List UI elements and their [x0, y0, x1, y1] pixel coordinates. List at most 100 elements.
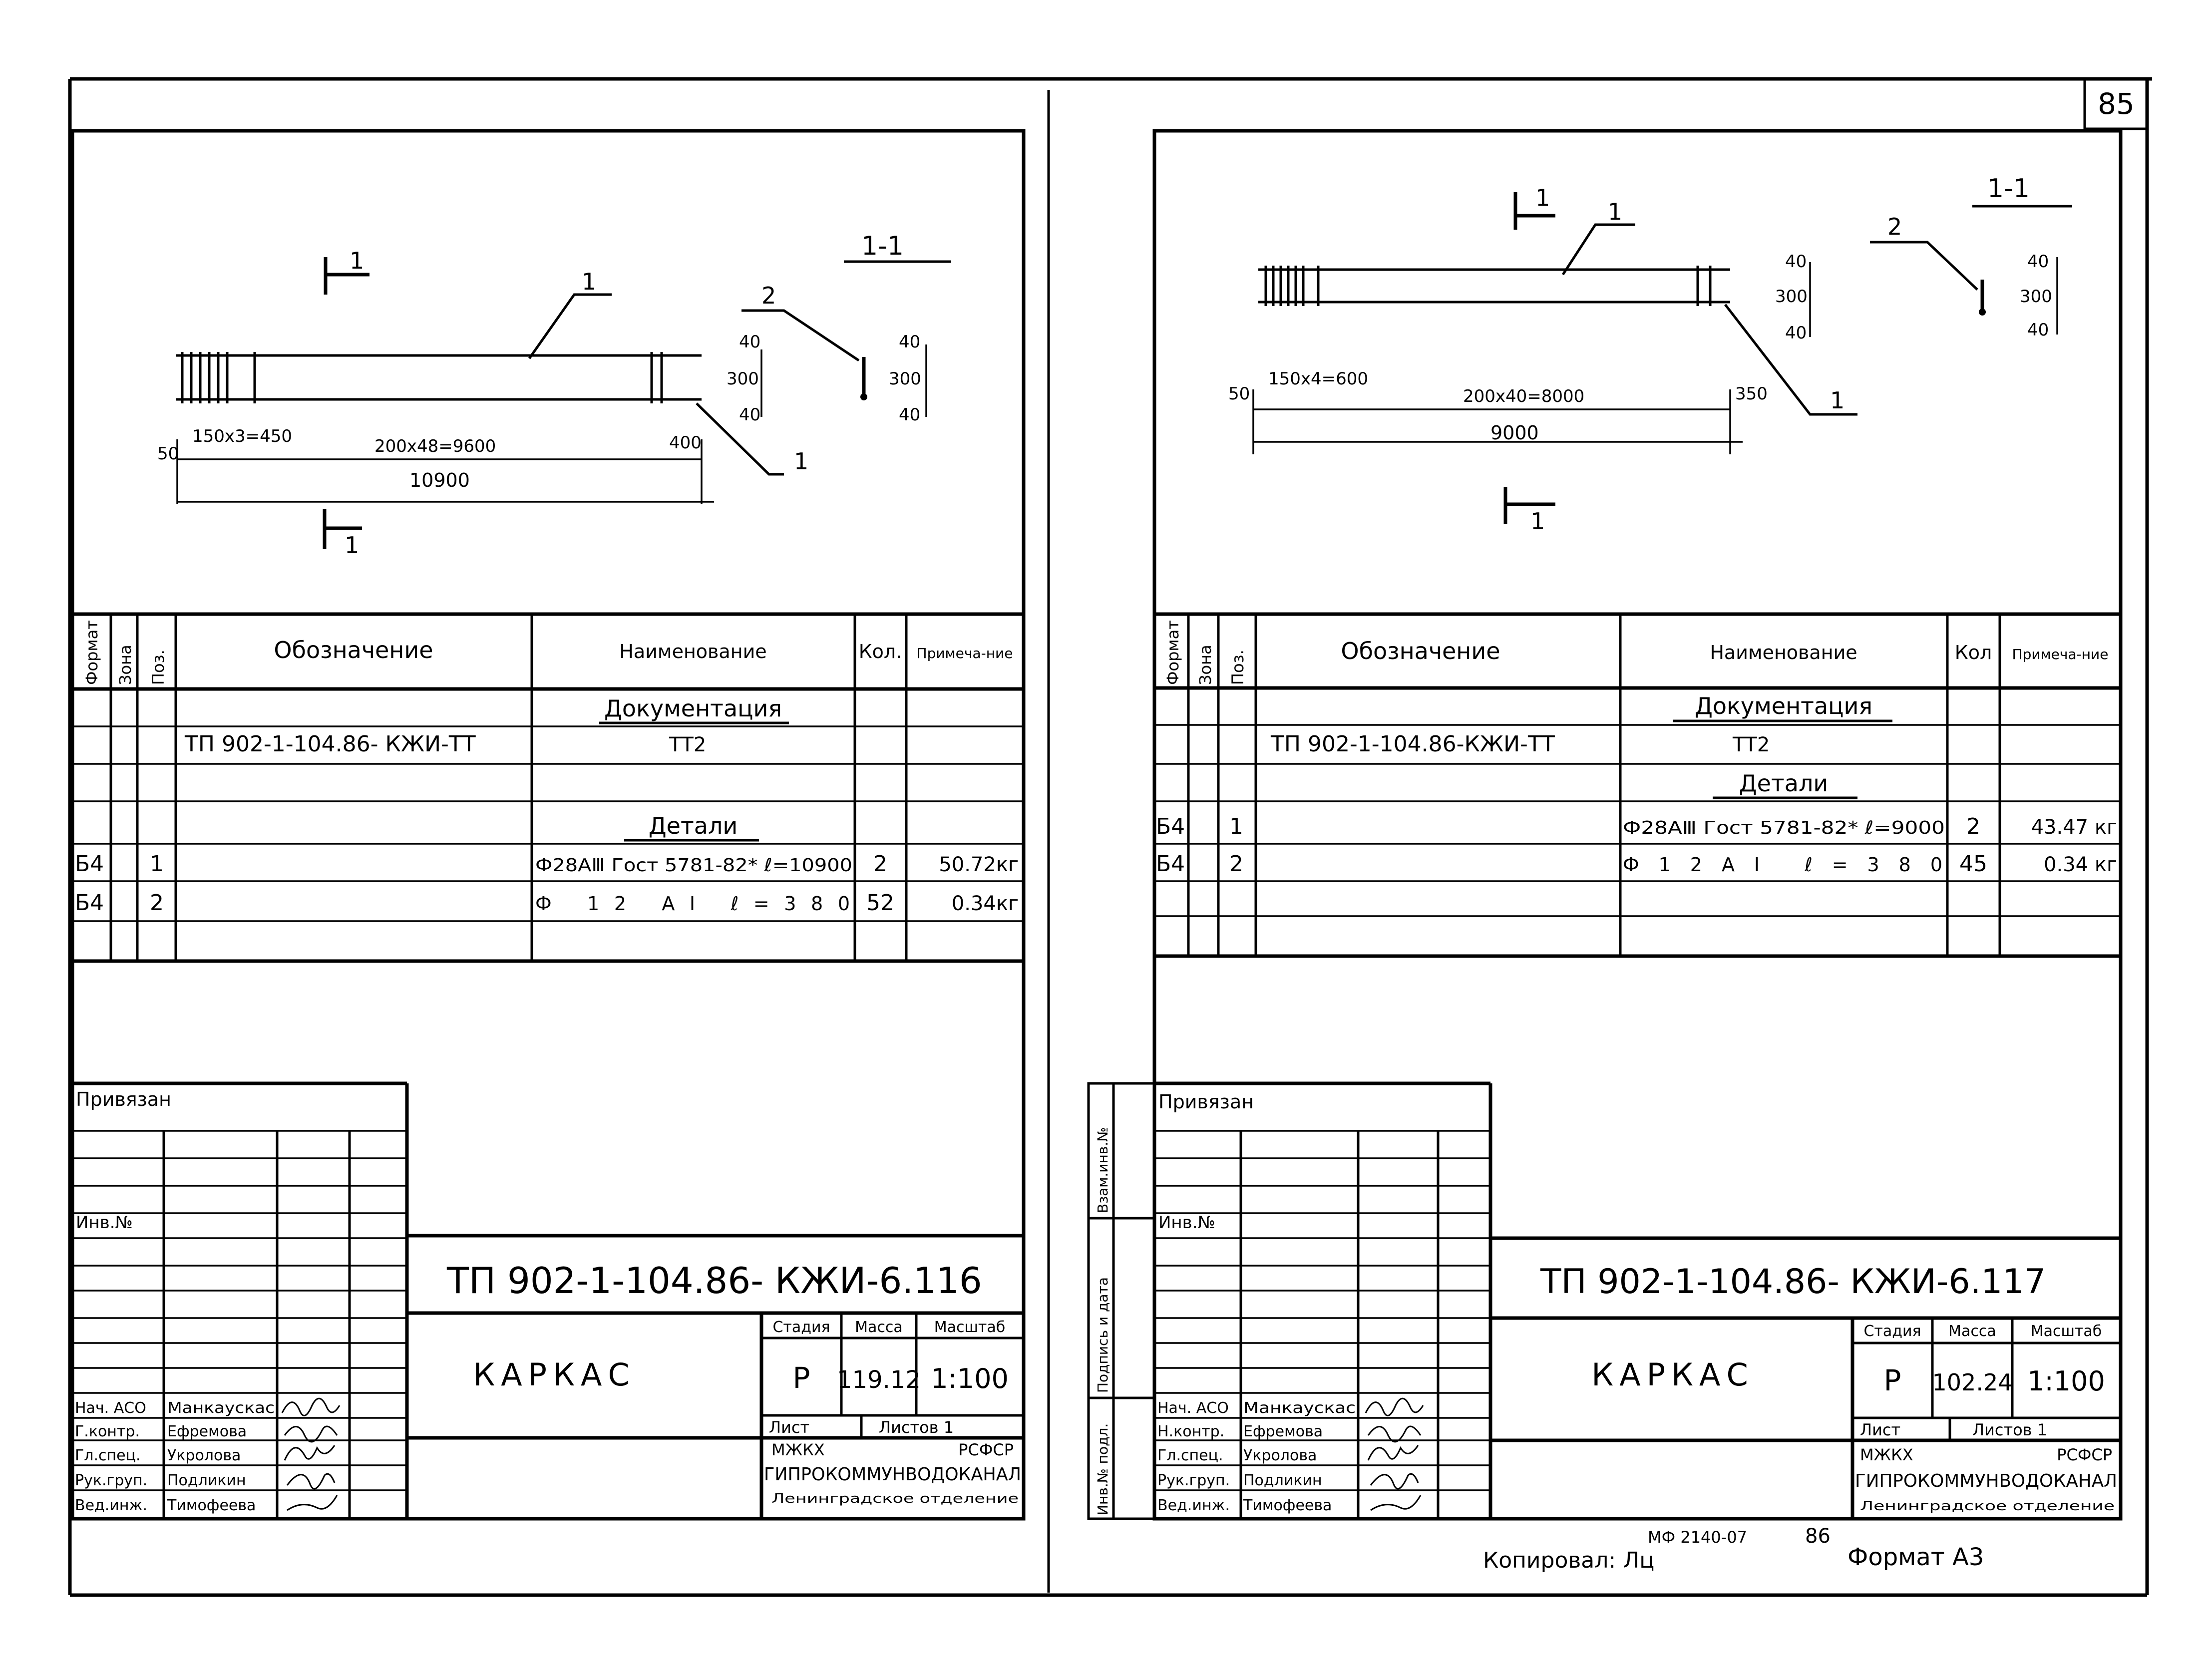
right-row2-format: Б4 [1156, 851, 1185, 877]
left-dim2-40-bot: 40 [899, 405, 920, 425]
right-header-designation: Обозначение [1341, 638, 1500, 665]
left-drawing-code: ТП 902-1-104.86- КЖИ-6.116 [446, 1260, 982, 1302]
right-section-mark-bottom: 1 [1530, 508, 1545, 535]
left-signatures [281, 1397, 341, 1511]
left-section-mark-top: 1 [350, 247, 364, 274]
right-header-pos: Поз. [1228, 650, 1247, 685]
outer-frame [68, 77, 2152, 1597]
right-drawing-code: ТП 902-1-104.86- КЖИ-6.117 [1540, 1262, 2046, 1302]
left-scale: 1:100 [931, 1363, 1009, 1394]
left-org2: ГИПРОКОММУНВОДОКАНАЛ [764, 1464, 1021, 1485]
left-spec-row: Б4 1 Ф28АⅢ Гост 5781-82* ℓ=10900 2 50.72… [75, 851, 1019, 877]
left-row2-pos: 2 [150, 890, 164, 916]
left-header-designation: Обозначение [274, 637, 433, 664]
page-number: 85 [2098, 87, 2135, 121]
left-spec-table: Формат Зона Поз. Обозначение Наименовани… [72, 612, 1024, 963]
right-person-role-4: Рук.груп. [1157, 1472, 1230, 1489]
right-drawing-title: КАРКАС [1591, 1356, 1754, 1393]
left-drawing-title: КАРКАС [473, 1356, 636, 1393]
left-person-role-2: Г.контр. [75, 1423, 140, 1440]
left-header-pos: Поз. [149, 650, 168, 685]
left-mass-header: Масса [855, 1319, 903, 1336]
left-dim-end: 50 [157, 444, 179, 464]
left-rebar-drawing: 1 1 1 1 1-1 2 40 300 40 40 3 [157, 231, 951, 559]
left-stage-header: Стадия [772, 1319, 830, 1336]
right-person-role-3: Гл.спец. [1157, 1447, 1223, 1464]
left-stage: Р [793, 1361, 810, 1395]
right-org3: Ленинградское отделение [1860, 1499, 2115, 1514]
right-inv-label: Инв.№ [1158, 1213, 1215, 1233]
right-dim2-300: 300 [2020, 287, 2052, 307]
right-scale: 1:100 [2027, 1365, 2105, 1397]
right-scale-header: Масштаб [2031, 1323, 2102, 1340]
right-side-label-2: Подпись и дата [1095, 1277, 1111, 1393]
left-person-name-2: Ефремова [167, 1423, 247, 1440]
right-header-name: Наименование [1710, 642, 1857, 664]
left-org3: Ленинградское отделение [771, 1491, 1019, 1506]
left-header-format: Формат [82, 620, 101, 685]
left-pos1-label: 1 [582, 268, 596, 295]
left-person-role-4: Рук.груп. [75, 1472, 147, 1489]
right-dim2-40-top: 40 [2027, 252, 2049, 272]
left-dim-40-top: 40 [739, 332, 760, 352]
right-header-zone: Зона [1196, 645, 1215, 685]
right-stirrups [1264, 266, 1712, 306]
left-person-role-1: Нач. АСО [75, 1399, 146, 1417]
left-header-zone: Зона [116, 645, 135, 685]
left-title-block: Привязан Инв.№ ТП 902-1-104.86- КЖИ-6.11… [72, 1081, 1024, 1520]
right-signatures [1365, 1397, 1424, 1511]
right-stage-header: Стадия [1863, 1323, 1921, 1340]
right-person-role-2: Н.контр. [1157, 1423, 1224, 1440]
left-header-note: Примеча-ние [917, 645, 1013, 662]
right-person-name-4: Подликин [1243, 1472, 1322, 1489]
left-section-dims-b: 40 300 40 [889, 332, 927, 425]
right-dim-main: 200x40=8000 [1463, 386, 1584, 406]
left-row2-note: 0.34кг [952, 892, 1019, 915]
right-spec-row: Б4 1 Ф28АⅢ Гост 5781-82* ℓ=9000 2 43.47 … [1156, 814, 2117, 839]
left-sheet-header: Лист [769, 1418, 809, 1437]
right-side-label-3: Инв.№ подл. [1095, 1423, 1111, 1515]
left-header-qty: Кол. [859, 641, 902, 663]
right-row2-pos: 2 [1229, 851, 1243, 877]
right-org1b: РСФСР [2057, 1445, 2112, 1464]
left-dim-40-bot: 40 [739, 405, 760, 425]
right-header-qty: Кол [1955, 642, 1992, 664]
right-person-name-2: Ефремова [1243, 1423, 1323, 1440]
right-header-note: Примеча-ние [2012, 646, 2109, 663]
right-rebar-drawing: 1 1 1 1 1-1 2 40 300 40 40 300 40 [1228, 174, 2072, 535]
right-spec-table: Формат Зона Поз. Обозначение Наименовани… [1154, 612, 2121, 958]
right-tied-label: Привязан [1158, 1091, 1254, 1113]
right-section-dims-b: 40 300 40 [2020, 252, 2058, 340]
left-header-name: Наименование [619, 641, 766, 663]
right-person-role-1: Нач. АСО [1157, 1399, 1229, 1417]
right-dim-end: 50 [1228, 384, 1250, 404]
left-person-name-1: Манкаускас [167, 1399, 275, 1417]
right-org2: ГИПРОКОММУНВОДОКАНАЛ [1855, 1471, 2117, 1491]
right-mass: 102.24 [1932, 1369, 2013, 1396]
left-row1-format: Б4 [75, 851, 104, 877]
left-section-docs: Документация [604, 695, 782, 722]
left-person-role-5: Вед.инж. [75, 1497, 147, 1514]
right-header-format: Формат [1163, 620, 1182, 685]
left-spec-row: Б4 2 Ф 12 АⅠ ℓ=380 52 0.34кг [75, 890, 1019, 916]
right-dim-spacing: 150x4=600 [1268, 369, 1368, 389]
left-row2-qty: 52 [866, 890, 894, 916]
left-person-role-3: Гл.спец. [75, 1447, 141, 1464]
right-person-name-5: Тимофеева [1243, 1497, 1332, 1514]
right-person-name-1: Манкаускас [1243, 1399, 1356, 1417]
left-row1-name: Ф28АⅢ Гост 5781-82* ℓ=10900 [535, 855, 852, 876]
right-pos1-label-lower: 1 [1830, 387, 1844, 414]
left-pos2-label: 2 [761, 282, 776, 309]
left-sheet: 1 1 1 1 1-1 2 40 300 40 40 3 [70, 129, 1026, 1521]
left-doc-name: ТТ2 [669, 733, 706, 756]
left-org1: МЖКХ [771, 1440, 825, 1459]
right-row2-note: 0.34 кг [2044, 853, 2117, 876]
right-row1-format: Б4 [1156, 814, 1185, 839]
footer-page: 86 [1805, 1525, 1831, 1548]
right-section-docs: Документация [1695, 692, 1872, 719]
left-row2-name: Ф 12 АⅠ ℓ=380 [535, 893, 850, 915]
right-pos1-label: 1 [1608, 198, 1622, 225]
left-section-parts: Детали [649, 812, 738, 839]
right-dim-right: 350 [1735, 384, 1768, 404]
